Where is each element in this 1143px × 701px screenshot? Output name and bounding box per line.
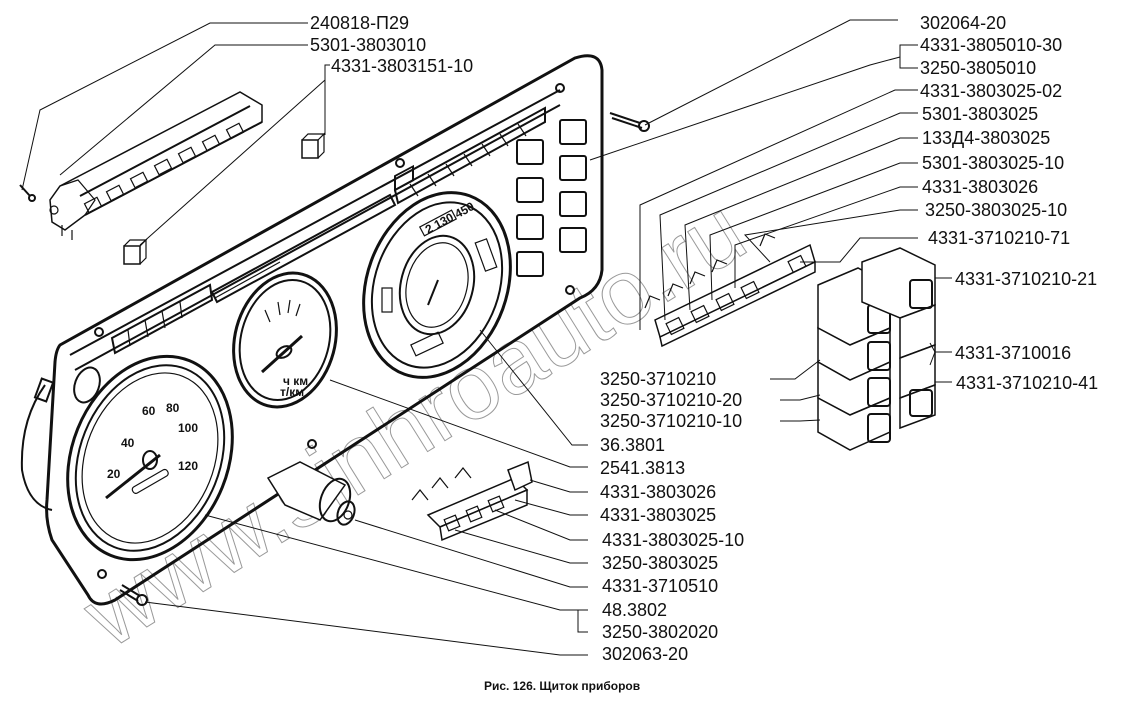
screw-bottom: [119, 584, 148, 606]
screw-top-right: [609, 112, 650, 132]
label-switch-3250-10: 3250-3803025-10: [925, 200, 1067, 220]
label-panel-b: 3250-3805010: [920, 58, 1036, 78]
label-rocker-016: 4331-3710016: [955, 343, 1071, 363]
figure-caption: Рис. 126. Щиток приборов: [484, 679, 640, 693]
label-switch-5301-10: 5301-3803025-10: [922, 153, 1064, 173]
svg-text:2 130 450: 2 130 450: [423, 199, 477, 237]
svg-text:120: 120: [178, 459, 198, 473]
label-rocker-71: 4331-3710210-71: [928, 228, 1070, 248]
lamp-window-row: [83, 122, 245, 214]
callout-labels: 240818-П29 5301-3803010 4331-3803151-10 …: [310, 13, 1098, 664]
rocker-switch-stack: [817, 247, 936, 451]
warning-lamp-block: [49, 91, 263, 240]
label-speedometer-b: 3250-3802020: [602, 622, 718, 642]
label-switch-bottom-3250: 3250-3803025: [602, 553, 718, 573]
tachometer-gauge: 2 130 450: [362, 191, 512, 379]
label-rocker-21: 4331-3710210-21: [955, 269, 1097, 289]
speedometer-gauge: 20 40 60 80 100 120: [66, 354, 234, 562]
lamp-socket-top: [301, 132, 326, 159]
label-rocker-3250-10: 3250-3710210-10: [600, 411, 742, 431]
label-switch-4331-26: 4331-3803026: [922, 177, 1038, 197]
leader-lines: [21, 19, 952, 656]
label-rocker-3250: 3250-3710210: [600, 369, 716, 389]
svg-text:ч км: ч км: [283, 374, 308, 388]
label-switch-02: 4331-3803025-02: [920, 81, 1062, 101]
svg-text:20: 20: [107, 467, 121, 481]
label-tachometer: 36.3801: [600, 435, 665, 455]
label-speedometer-a: 48.3802: [602, 600, 667, 620]
combination-gauge: ч км т/км: [232, 271, 338, 409]
label-warning-lamp-block: 5301-3803010: [310, 35, 426, 55]
label-screw-top-left: 240818-П29: [310, 13, 409, 33]
lamp-socket-bottom: [123, 238, 148, 265]
upper-switch-row: [644, 233, 816, 348]
label-switch-bottom-26: 4331-3803026: [600, 482, 716, 502]
label-lamp-socket: 4331-3803151-10: [331, 56, 473, 76]
dashboard-panel: [20, 54, 604, 606]
label-rocker-41: 4331-3710210-41: [956, 373, 1098, 393]
warning-window-grid: [516, 119, 587, 277]
ignition-switch: [266, 461, 356, 526]
label-switch-5301: 5301-3803025: [922, 104, 1038, 124]
bottom-switch-block: [411, 460, 533, 542]
label-panel-a: 4331-3805010-30: [920, 35, 1062, 55]
svg-text:80: 80: [166, 401, 180, 415]
svg-text:60: 60: [142, 404, 156, 418]
screw-top-left: [19, 184, 36, 202]
label-ignition-switch: 4331-3710510: [602, 576, 718, 596]
label-combo-gauge: 2541.3813: [600, 458, 685, 478]
label-screw-bottom: 302063-20: [602, 644, 688, 664]
svg-text:40: 40: [121, 436, 135, 450]
svg-text:100: 100: [178, 421, 198, 435]
label-switch-133d4: 133Д4-3803025: [922, 128, 1050, 148]
label-switch-bottom-25: 4331-3803025: [600, 505, 716, 525]
label-rocker-3250-20: 3250-3710210-20: [600, 390, 742, 410]
label-switch-bottom-25-10: 4331-3803025-10: [602, 530, 744, 550]
svg-text:т/км: т/км: [280, 385, 304, 399]
label-screw-top-right: 302064-20: [920, 13, 1006, 33]
